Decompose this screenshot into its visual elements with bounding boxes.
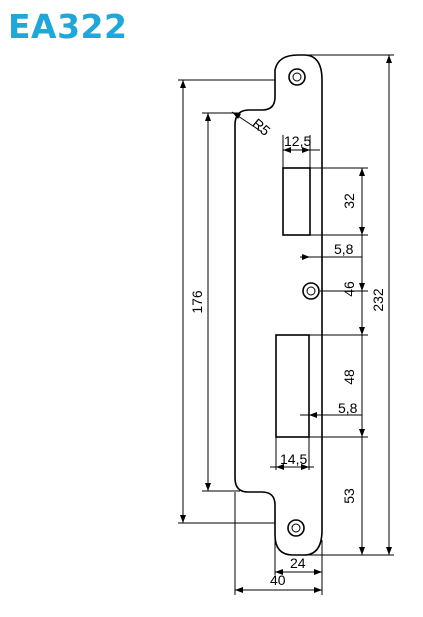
dim-top-opening-width: 12,5 bbox=[284, 133, 311, 149]
dim-top-opening-height: 32 bbox=[341, 193, 357, 209]
dim-top-offset: 5,8 bbox=[334, 241, 354, 257]
lower-latch-opening bbox=[275, 334, 310, 438]
dim-overall-width: 40 bbox=[270, 572, 286, 588]
dim-total-height: 232 bbox=[370, 288, 386, 312]
bottom-screw-hole bbox=[287, 519, 305, 537]
dim-center-spacing: 46 bbox=[341, 281, 357, 297]
dim-lower-opening-height: 48 bbox=[341, 369, 357, 385]
middle-screw-hole bbox=[302, 282, 320, 300]
dim-lower-opening-width: 14,5 bbox=[280, 451, 307, 467]
top-screw-hole bbox=[288, 68, 306, 86]
dim-inner-height: 176 bbox=[189, 290, 205, 314]
plate-outline bbox=[234, 54, 323, 556]
dim-lower-offset: 5,8 bbox=[338, 400, 358, 416]
dim-plate-width: 24 bbox=[290, 555, 306, 571]
dim-bottom-spacing: 53 bbox=[341, 488, 357, 504]
product-code-title: EA322 bbox=[8, 7, 128, 46]
upper-latch-opening bbox=[282, 167, 311, 236]
dim-radius: R5 bbox=[249, 115, 273, 139]
dimension-arrows bbox=[180, 55, 392, 593]
